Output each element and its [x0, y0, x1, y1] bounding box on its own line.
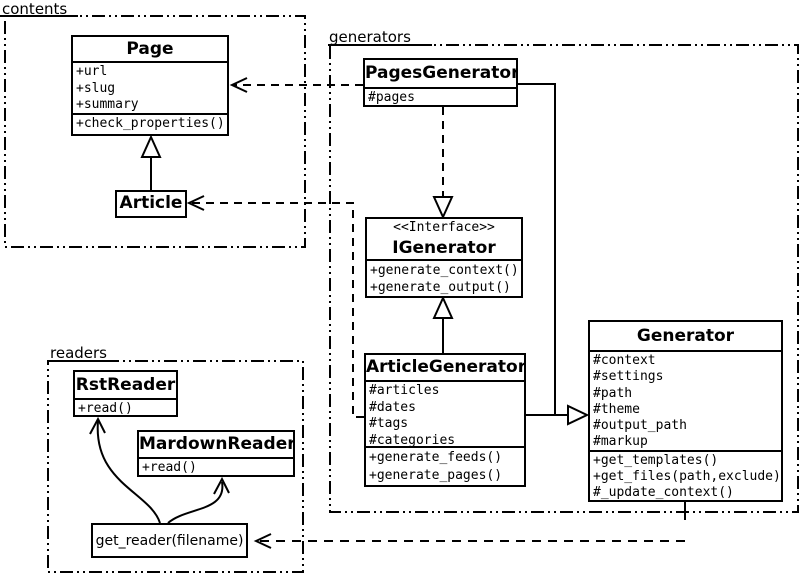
class-articlegenerator: ArticleGenerator #articles #dates #tags … — [364, 353, 526, 487]
package-readers-border — [47, 360, 304, 573]
getreader-to-mardownreader-arrowhead — [213, 476, 230, 495]
method: +generate_context() — [370, 263, 519, 278]
articlegenerator-to-article-dashed — [191, 202, 364, 418]
class-rstreader-title: RstReader — [75, 372, 176, 400]
attribute: #dates — [369, 399, 416, 415]
class-pagesgenerator-attributes: #pages — [365, 89, 516, 107]
method: +get_templates() — [593, 453, 719, 468]
class-igenerator-title: <<Interface>> IGenerator — [367, 219, 521, 261]
generator-to-getreader-arrowhead — [253, 533, 272, 549]
class-page-title: Page — [73, 37, 227, 63]
package-contents-border — [4, 15, 306, 248]
attribute: #pages — [368, 90, 415, 105]
class-generator-attributes: #context #settings #path #theme #output_… — [590, 352, 781, 452]
class-generator: Generator #context #settings #path #them… — [588, 320, 783, 502]
to-generator-triangle — [567, 404, 590, 426]
article-to-page-triangle — [140, 134, 162, 158]
pagesgenerator-to-igenerator-triangle — [432, 196, 454, 220]
class-generator-methods: +get_templates() +get_files(path,exclude… — [590, 452, 781, 501]
class-articlegenerator-attributes: #articles #dates #tags #categories — [366, 382, 524, 448]
class-rstreader: RstReader +read() — [73, 370, 178, 417]
class-page-methods: +check_properties() — [73, 115, 227, 133]
method: +generate_feeds() — [369, 450, 503, 465]
attribute: #settings — [593, 369, 664, 385]
method: +read() — [78, 401, 133, 416]
attribute: #articles — [369, 383, 440, 398]
function-get-reader-label: get_reader(filename) — [95, 532, 244, 549]
class-mardownreader-methods: +read() — [139, 459, 293, 477]
attribute: #markup — [593, 434, 648, 450]
class-article-title: Article — [119, 193, 183, 213]
attribute: +summary — [76, 97, 139, 112]
getreader-to-rstreader-arrowhead — [89, 416, 106, 435]
attribute: #tags — [369, 416, 409, 431]
package-generators-border — [329, 44, 799, 513]
function-get-reader: get_reader(filename) — [91, 523, 248, 558]
class-pagesgenerator: PagesGenerator #pages — [363, 58, 518, 107]
attribute: #theme — [593, 401, 640, 417]
class-igenerator-methods: +generate_context() +generate_output() — [367, 261, 521, 296]
class-article: Article — [115, 190, 187, 218]
class-generator-title: Generator — [590, 322, 781, 352]
attribute: #context — [593, 353, 656, 368]
articlegenerator-to-igenerator-triangle — [432, 295, 454, 319]
class-articlegenerator-title: ArticleGenerator — [366, 355, 524, 382]
class-rstreader-methods: +read() — [75, 400, 176, 418]
articlegenerator-to-article-arrowhead — [186, 195, 205, 211]
method: +generate_output() — [370, 280, 511, 295]
package-label-readers: readers — [50, 344, 107, 362]
class-igenerator-stereotype: <<Interface>> — [393, 220, 495, 235]
method: +read() — [142, 460, 197, 475]
class-articlegenerator-methods: +generate_feeds() +generate_pages() — [366, 448, 524, 484]
getreader-to-mardownreader-curve — [167, 481, 224, 524]
class-igenerator-name: IGenerator — [392, 238, 496, 258]
attribute: #categories — [369, 432, 456, 448]
attribute: #path — [593, 385, 633, 401]
pagesgenerator-to-page-arrowhead — [229, 77, 248, 93]
attribute: +url — [76, 64, 108, 79]
package-label-generators: generators — [329, 28, 411, 46]
class-mardownreader: MardownReader +read() — [137, 430, 295, 477]
attribute: +slug — [76, 80, 116, 96]
pagesgenerator-to-generator-line — [518, 83, 556, 415]
method: +generate_pages() — [369, 467, 503, 483]
method: #_update_context() — [593, 485, 734, 500]
attribute: #output_path — [593, 418, 687, 434]
class-mardownreader-title: MardownReader — [139, 432, 293, 459]
class-page-attributes: +url +slug +summary — [73, 63, 227, 115]
class-pagesgenerator-title: PagesGenerator — [365, 60, 516, 89]
method: +check_properties() — [76, 116, 225, 131]
package-label-contents: contents — [2, 0, 68, 18]
method: +get_files(path,exclude) — [593, 469, 781, 484]
getreader-to-rstreader-curve — [96, 420, 161, 524]
class-igenerator: <<Interface>> IGenerator +generate_conte… — [365, 217, 523, 298]
class-page: Page +url +slug +summary +check_properti… — [71, 35, 229, 136]
